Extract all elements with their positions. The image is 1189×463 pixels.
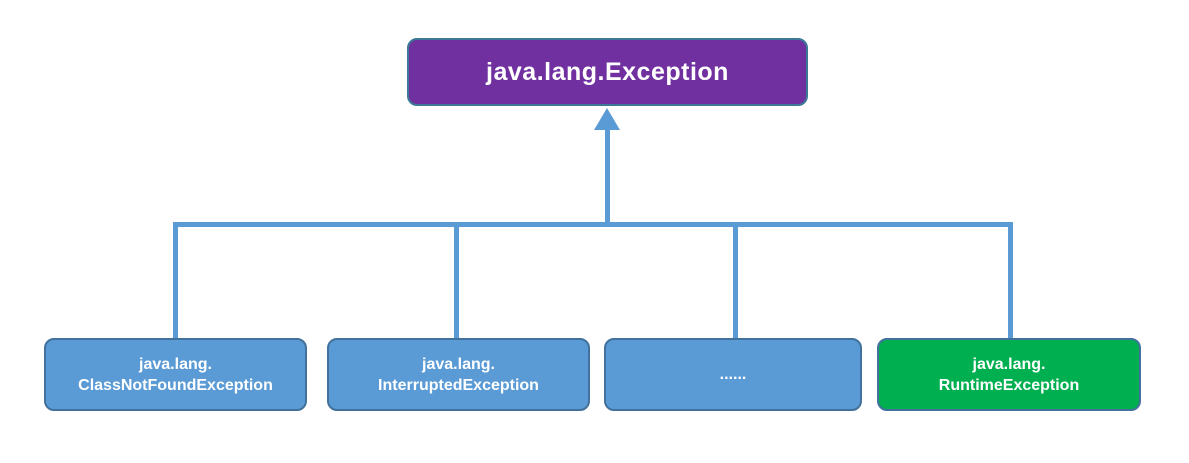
root-node-label: java.lang.Exception: [486, 57, 729, 86]
child-node-ellipsis-others: ......: [604, 338, 862, 411]
root-node-java-lang-exception: java.lang.Exception: [407, 38, 808, 106]
child-node-label-line1: java.lang.: [139, 355, 212, 373]
child-node-interruptedexception: java.lang. InterruptedException: [327, 338, 590, 411]
child-node-label-line1: ......: [719, 366, 747, 383]
child-node-classnotfoundexception: java.lang. ClassNotFoundException: [44, 338, 307, 411]
connector-vertical-4: [1008, 222, 1013, 338]
child-node-label-line2: RuntimeException: [938, 376, 1080, 394]
child-node-label-line2: InterruptedException: [378, 376, 539, 394]
connector-arrow-shaft: [605, 126, 610, 227]
arrow-up-icon: [594, 108, 620, 130]
connector-vertical-2: [454, 222, 459, 338]
child-node-label-line1: java.lang.: [972, 355, 1046, 373]
connector-vertical-1: [173, 222, 178, 338]
child-node-runtimeexception: java.lang. RuntimeException: [877, 338, 1141, 411]
child-node-label-line1: java.lang.: [422, 355, 495, 373]
connector-vertical-3: [733, 222, 738, 338]
connector-horizontal-bar: [173, 222, 1013, 227]
child-node-label-line2: ClassNotFoundException: [78, 376, 273, 394]
